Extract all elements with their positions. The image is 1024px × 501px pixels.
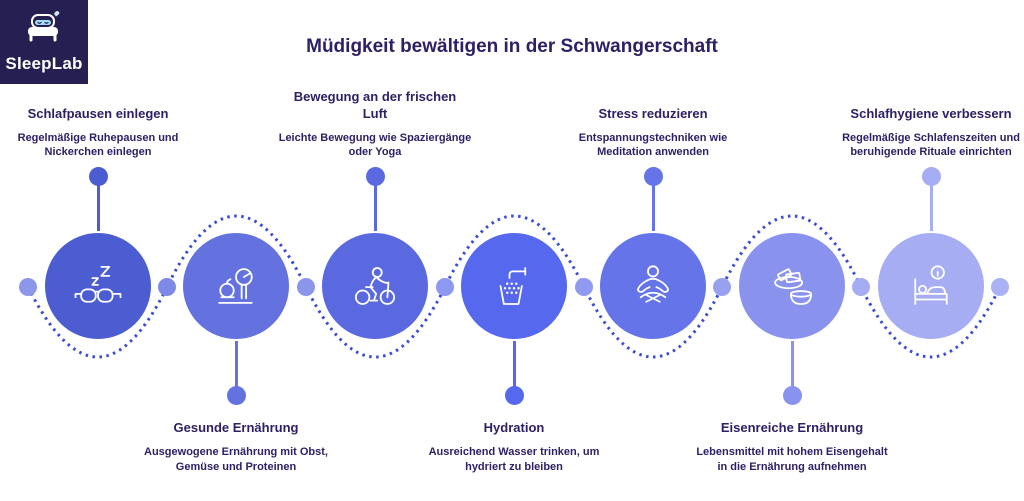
apple-scale-icon bbox=[209, 259, 263, 313]
step-description: Ausreichend Wasser trinken, um hydriert … bbox=[428, 446, 600, 473]
step-circle bbox=[320, 231, 430, 341]
step-description: Lebensmittel mit hohem Eisengehalt in di… bbox=[696, 446, 888, 473]
connector-line bbox=[651, 185, 655, 231]
step-heading: Hydration bbox=[483, 420, 545, 435]
step-description: Ausgewogene Ernährung mit Obst, Gemüse u… bbox=[144, 446, 328, 473]
step-circle bbox=[43, 231, 153, 341]
step-heading: Eisenreiche Ernährung bbox=[720, 420, 864, 435]
step-textblock: Hydration Ausreichend Wasser trinken, um… bbox=[399, 420, 629, 474]
page-title: Müdigkeit bewältigen in der Schwangersch… bbox=[306, 36, 718, 57]
timeline-node-dot bbox=[297, 278, 315, 296]
timeline-node-dot bbox=[158, 278, 176, 296]
step-heading: Schlafhygiene verbessern bbox=[850, 105, 1012, 121]
step-textblock: Schlafhygiene verbessern Regelmäßige Sch… bbox=[816, 106, 1024, 160]
step-textblock: Bewegung an der frischen Luft Leichte Be… bbox=[260, 89, 490, 160]
connector-dot bbox=[365, 167, 385, 186]
sleeplab-logo: SleepLab bbox=[0, 0, 88, 84]
timeline-node-dot bbox=[19, 278, 37, 296]
timeline-node-dot bbox=[713, 278, 731, 296]
timeline-node-dot bbox=[991, 278, 1009, 296]
sleeping-bed-icon bbox=[904, 259, 958, 313]
connector-dot bbox=[88, 167, 108, 186]
step-circle bbox=[459, 231, 569, 341]
step-heading: Gesunde Ernährung bbox=[173, 420, 299, 435]
connector-line bbox=[373, 185, 377, 231]
connector-line bbox=[96, 185, 100, 231]
step-description: Regelmäßige Schlafenszeiten und beruhige… bbox=[842, 131, 1020, 159]
step-circle bbox=[737, 231, 847, 341]
step-textblock: Stress reduzieren Entspannungstechniken … bbox=[538, 106, 768, 160]
bed-heart-icon bbox=[22, 9, 66, 43]
logo-text: SleepLab bbox=[5, 54, 83, 73]
meditation-icon bbox=[626, 259, 680, 313]
step-description: Entspannungstechniken wie Meditation anw… bbox=[578, 131, 728, 159]
connector-dot bbox=[782, 386, 802, 405]
step-circle bbox=[598, 231, 708, 341]
sleep-mask-icon bbox=[71, 259, 125, 313]
step-textblock: Eisenreiche Ernährung Lebensmittel mit h… bbox=[677, 420, 907, 474]
connector-dot bbox=[643, 167, 663, 186]
step-textblock: Gesunde Ernährung Ausgewogene Ernährung … bbox=[121, 420, 351, 474]
connector-line bbox=[790, 341, 794, 387]
step-heading: Stress reduzieren bbox=[598, 105, 708, 121]
timeline-node-dot bbox=[575, 278, 593, 296]
step-circle bbox=[181, 231, 291, 341]
cycling-icon bbox=[348, 259, 402, 313]
timeline-node-dot bbox=[436, 278, 454, 296]
step-description: Regelmäßige Ruhepausen und Nickerchen ei… bbox=[17, 131, 179, 159]
step-heading: Schlafpausen einlegen bbox=[27, 105, 169, 121]
connector-line bbox=[234, 341, 238, 387]
step-heading: Bewegung an der frischen Luft bbox=[293, 89, 457, 121]
connector-dot bbox=[226, 386, 246, 405]
faucet-water-icon bbox=[487, 259, 541, 313]
connector-line bbox=[512, 341, 516, 387]
dashed-wave-path bbox=[26, 214, 1002, 359]
step-description: Leichte Bewegung wie Spaziergänge oder Y… bbox=[278, 131, 472, 159]
connector-dot bbox=[921, 167, 941, 186]
iron-food-icon bbox=[765, 259, 819, 313]
step-textblock: Schlafpausen einlegen Regelmäßige Ruhepa… bbox=[0, 106, 213, 160]
connector-dot bbox=[504, 386, 524, 405]
connector-line bbox=[929, 185, 933, 231]
timeline-node-dot bbox=[852, 278, 870, 296]
step-circle bbox=[876, 231, 986, 341]
